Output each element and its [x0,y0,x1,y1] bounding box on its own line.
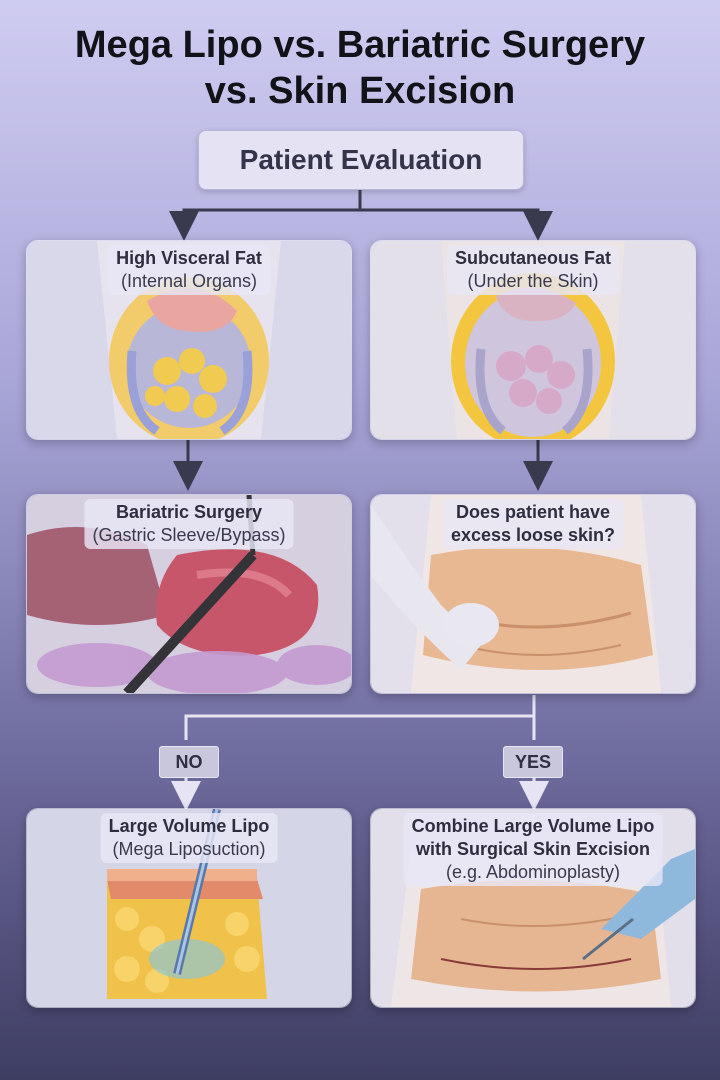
connector-yes-no-split [184,695,536,740]
connector-root-split [182,190,540,228]
subcutaneous-title: Subcutaneous Fat [454,248,612,268]
loose-skin-label: Does patient have excess loose skin? [442,499,624,549]
subcutaneous-fat-card: Subcutaneous Fat (Under the Skin) [370,240,696,440]
subcutaneous-subtitle: (Under the Skin) [467,271,599,291]
combine-subtitle: (e.g. Abdominoplasty) [445,862,621,882]
subcutaneous-label: Subcutaneous Fat (Under the Skin) [446,245,620,295]
large-volume-lipo-card: Large Volume Lipo (Mega Liposuction) [26,808,352,1008]
large-lipo-label: Large Volume Lipo (Mega Liposuction) [100,813,278,863]
branch-yes-tag: YES [503,746,563,778]
page-title: Mega Lipo vs. Bariatric Surgery vs. Skin… [0,22,720,114]
patient-evaluation-node: Patient Evaluation [198,130,524,190]
subcutaneous-fat-illustration [371,241,695,439]
loose-skin-line-2: excess loose skin? [450,525,616,545]
visceral-fat-card: High Visceral Fat (Internal Organs) [26,240,352,440]
combine-label: Combine Large Volume Lipo with Surgical … [403,813,663,886]
visceral-title: High Visceral Fat [116,248,262,268]
title-line-2: vs. Skin Excision [204,70,516,112]
combine-line-1: Combine Large Volume Lipo [411,816,655,836]
visceral-subtitle: (Internal Organs) [120,271,258,291]
loose-skin-line-1: Does patient have [455,502,611,522]
title-line-1: Mega Lipo vs. Bariatric Surgery [74,24,646,66]
large-lipo-title: Large Volume Lipo [108,816,270,836]
visceral-label: High Visceral Fat (Internal Organs) [108,245,270,295]
loose-skin-question-card: Does patient have excess loose skin? [370,494,696,694]
bariatric-title: Bariatric Surgery [115,502,263,522]
combine-excision-card: Combine Large Volume Lipo with Surgical … [370,808,696,1008]
bariatric-surgery-card: Bariatric Surgery (Gastric Sleeve/Bypass… [26,494,352,694]
bariatric-label: Bariatric Surgery (Gastric Sleeve/Bypass… [84,499,294,549]
large-lipo-subtitle: (Mega Liposuction) [112,839,266,859]
bariatric-subtitle: (Gastric Sleeve/Bypass) [92,525,286,545]
branch-no-tag: NO [159,746,219,778]
combine-line-2: with Surgical Skin Excision [415,839,651,859]
